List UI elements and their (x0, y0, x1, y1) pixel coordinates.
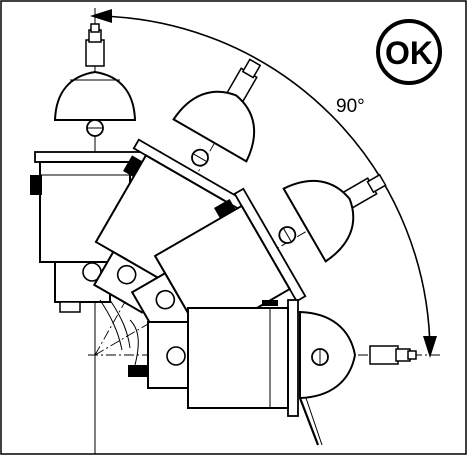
ok-badge-text: OK (385, 35, 433, 71)
cable-lines (99, 299, 139, 366)
actuator-position-horizontal (128, 299, 417, 446)
ok-badge: OK (376, 19, 442, 85)
angle-label: 90° (336, 96, 365, 117)
rotation-arc (90, 9, 437, 358)
